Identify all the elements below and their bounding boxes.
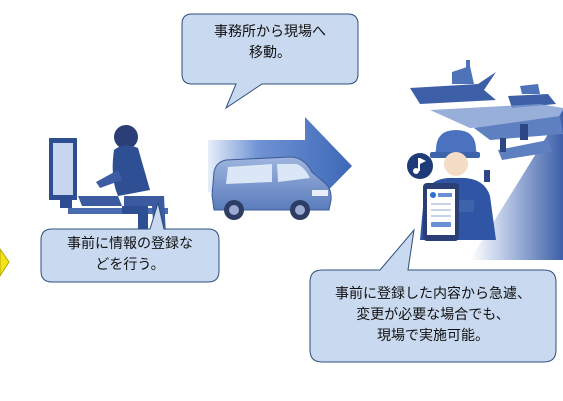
bubble-left-text: 事前に情報の登録な どを行う。 bbox=[41, 234, 219, 276]
bubble-right-text: 事前に登録した内容から急遽、 変更が必要な場合でも、 現場で実施可能。 bbox=[310, 284, 556, 347]
bubble-top-text: 事務所から現場へ 移動。 bbox=[182, 22, 358, 64]
yellow-marker-icon bbox=[0, 248, 10, 277]
bubble-left-line1: 事前に情報の登録な bbox=[67, 236, 193, 252]
van-icon bbox=[211, 156, 332, 220]
bubble-top-line2: 移動。 bbox=[249, 45, 291, 61]
speech-bubble-top bbox=[181, 13, 359, 110]
bubble-left-line2: どを行う。 bbox=[95, 257, 165, 273]
speech-bubble-right bbox=[309, 228, 557, 363]
bubble-right-line2: 変更が必要な場合でも、 bbox=[356, 307, 510, 323]
person-at-computer-icon bbox=[49, 125, 168, 240]
bubble-right-line3: 現場で実施可能。 bbox=[377, 328, 489, 344]
bubble-right-line1: 事前に登録した内容から急遽、 bbox=[335, 286, 531, 302]
speech-bubble-left bbox=[40, 201, 220, 283]
bubble-top-line1: 事務所から現場へ bbox=[214, 24, 326, 40]
music-note-icon bbox=[407, 153, 433, 179]
smartphone-icon bbox=[423, 183, 459, 241]
